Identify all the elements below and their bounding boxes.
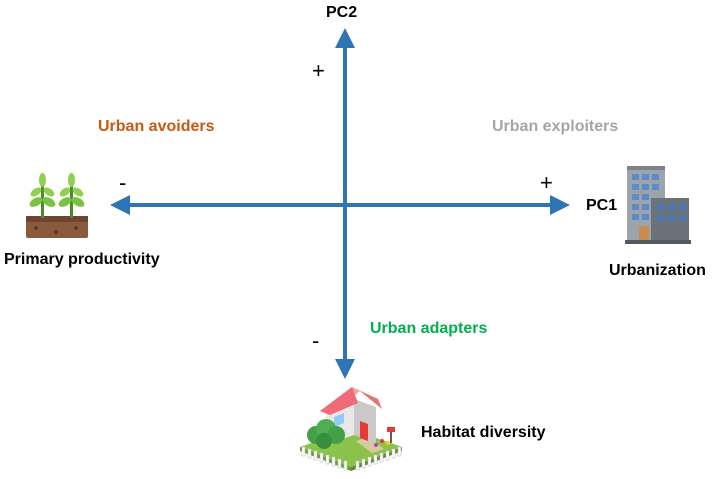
sprout-icon (26, 173, 88, 238)
pc1-axis-label: PC1 (586, 197, 618, 214)
pc1-minus-sign: - (119, 170, 127, 195)
pc2-axis-label: PC2 (326, 4, 358, 21)
office-building-icon (625, 166, 691, 244)
pc1-plus-sign: + (540, 170, 553, 195)
urban-avoiders-label: Urban avoiders (98, 118, 215, 135)
habitat-diversity-label: Habitat diversity (421, 424, 546, 441)
urban-exploiters-label: Urban exploiters (492, 118, 619, 135)
pc2-plus-sign: + (312, 58, 325, 83)
pc2-minus-sign: - (312, 328, 320, 353)
urban-adapters-label: Urban adapters (370, 320, 488, 337)
primary-productivity-label: Primary productivity (4, 251, 160, 268)
urbanization-label: Urbanization (609, 262, 706, 279)
house-garden-icon (300, 387, 402, 471)
